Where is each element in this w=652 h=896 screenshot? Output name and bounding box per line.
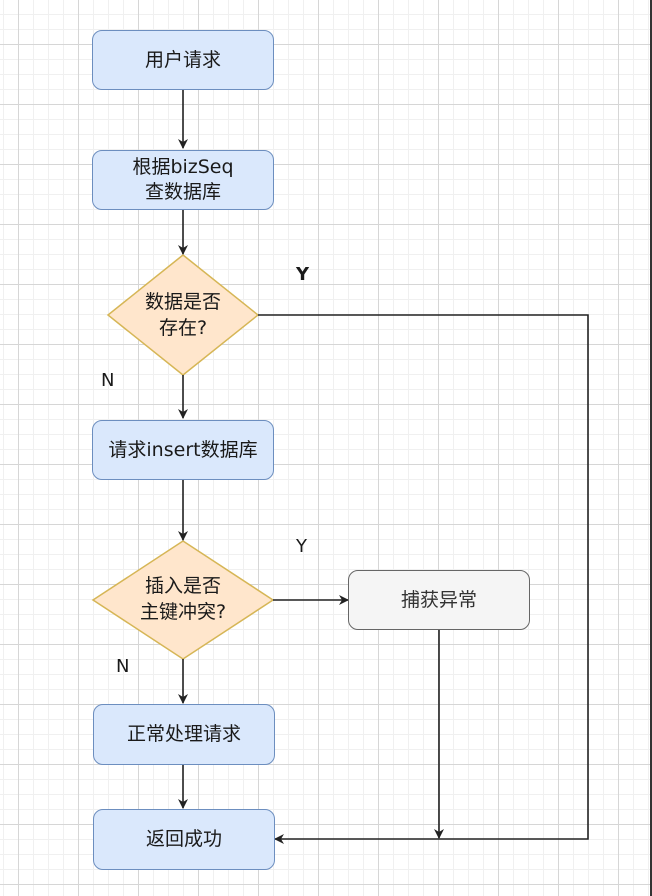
edge-label-exists-yes: Y <box>296 264 310 285</box>
decision-key-conflict-line1: 插入是否 <box>144 575 221 597</box>
decision-key-conflict-line2: 主键冲突? <box>139 601 227 623</box>
node-catch-exception[interactable]: 捕获异常 <box>348 570 530 630</box>
node-query-db-line2: 查数据库 <box>144 181 221 203</box>
node-query-db[interactable]: 根据bizSeq 查数据库 <box>92 150 274 210</box>
node-user-request-label: 用户请求 <box>144 48 221 71</box>
decision-data-exists-line1: 数据是否 <box>144 291 221 313</box>
edge-label-exists-no: N <box>101 370 115 391</box>
node-normal-process-label: 正常处理请求 <box>126 723 241 745</box>
edge-label-conflict-no: N <box>116 656 130 677</box>
node-return-success-label: 返回成功 <box>145 828 222 850</box>
node-insert-db-label: 请求insert数据库 <box>108 438 258 461</box>
decision-data-exists-text: 数据是否 存在? <box>118 289 248 341</box>
edge-label-conflict-yes: Y <box>296 536 307 557</box>
node-normal-process[interactable]: 正常处理请求 <box>93 704 275 765</box>
canvas-right-border <box>650 0 652 896</box>
edge-exists-yes <box>258 314 589 844</box>
node-query-db-line1: 根据bizSeq <box>132 156 234 178</box>
decision-key-conflict-text: 插入是否 主键冲突? <box>118 573 248 625</box>
node-user-request[interactable]: 用户请求 <box>92 30 274 90</box>
node-insert-db[interactable]: 请求insert数据库 <box>92 420 274 480</box>
decision-data-exists-line2: 存在? <box>158 317 208 339</box>
node-catch-exception-label: 捕获异常 <box>400 588 477 611</box>
node-return-success[interactable]: 返回成功 <box>93 809 275 870</box>
